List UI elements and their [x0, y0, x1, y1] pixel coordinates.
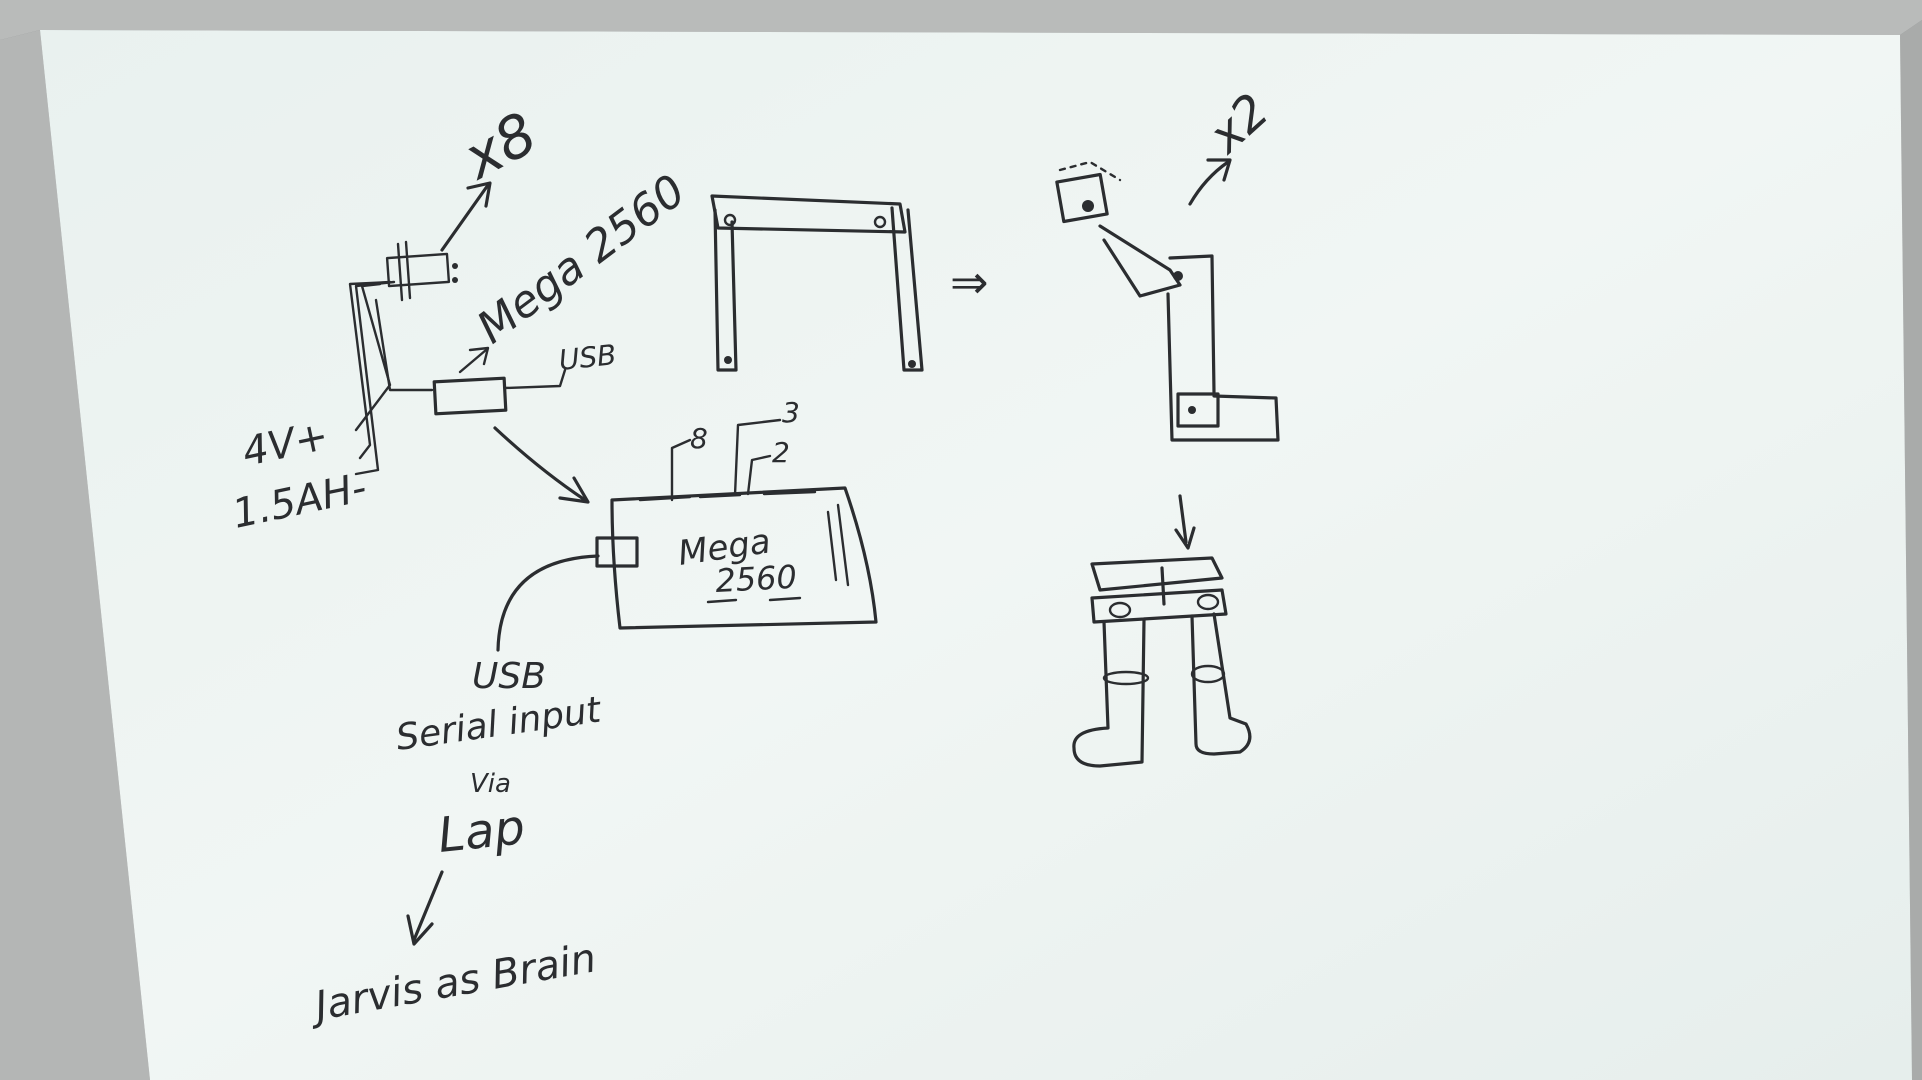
- two-legs-drawing: [1072, 494, 1252, 768]
- servo-battery-drawing: [348, 181, 590, 504]
- pin-2-label: 2: [772, 436, 790, 469]
- frame-left: [0, 30, 150, 1080]
- leg-frame-drawing: [710, 194, 924, 372]
- arrow-to-jarvis: [406, 870, 444, 946]
- usb-label-bottom: USB: [472, 656, 546, 697]
- pin-3-label: 3: [782, 396, 800, 429]
- pin-8-label: 8: [690, 422, 708, 455]
- whiteboard-surface: [40, 30, 1912, 1080]
- usb-label-top: USB: [557, 338, 618, 377]
- implies-arrow: ⇒: [950, 255, 989, 309]
- single-leg-drawing: [1055, 158, 1280, 442]
- mega-board-drawing: [496, 418, 878, 652]
- frame-top: [0, 0, 1922, 40]
- frame-right: [1900, 20, 1922, 1080]
- via-label: Via: [470, 769, 511, 799]
- board-model-label: 2560: [714, 558, 797, 600]
- lap-label: Lap: [435, 799, 527, 864]
